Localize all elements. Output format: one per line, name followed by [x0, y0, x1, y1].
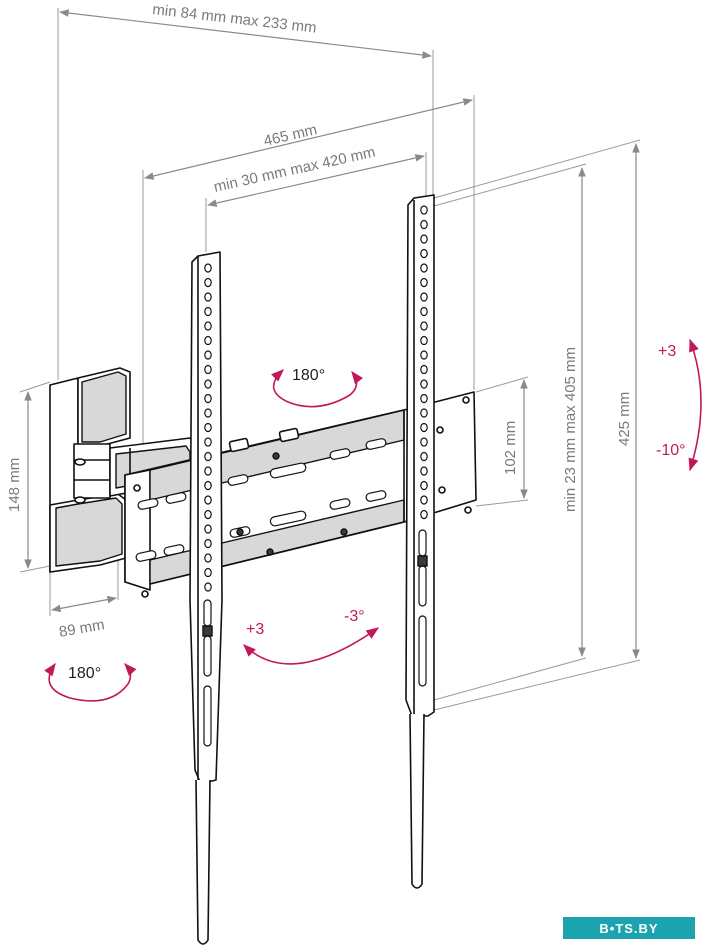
overall-width-dim-line	[144, 98, 473, 180]
rail-hole	[204, 451, 212, 462]
rail-hole	[204, 538, 212, 549]
vesa-vertical-label: min 23 mm max 405 mm	[562, 347, 579, 512]
rail-hole	[420, 350, 428, 360]
wall-plate-depth-label: 89 mm	[58, 616, 106, 641]
rail-hole	[420, 292, 428, 302]
overall-width-label: 465 mm	[262, 121, 319, 150]
rail-spacing-label: 102 mm	[502, 421, 519, 475]
rail-hole	[420, 205, 428, 215]
tilt-vertical-indicator: +3 -10°	[656, 338, 702, 472]
rail-hole	[420, 321, 428, 331]
rail-hole	[204, 277, 212, 288]
rail-hole	[420, 335, 428, 346]
rail-hole	[204, 393, 212, 404]
rail-hole	[204, 364, 212, 375]
rail-hole	[204, 582, 212, 592]
wall-plate-depth-dim-line	[51, 595, 117, 613]
tilt-down-label: -10°	[656, 442, 686, 459]
rail-hole	[420, 480, 428, 491]
extension-lines	[19, 8, 641, 711]
wall-plate	[49, 367, 131, 573]
rail-hole	[420, 408, 428, 418]
right-vertical-rail	[405, 194, 435, 889]
rail-hole	[204, 553, 212, 563]
rail-hole	[204, 350, 212, 360]
overall-height-label: 425 mm	[616, 392, 633, 446]
rail-hole	[420, 277, 428, 288]
swivel-arm-indicator: 180°	[44, 662, 137, 702]
rail-hole	[420, 234, 428, 244]
vesa-horizontal-label: min 30 mm max 420 mm	[212, 144, 377, 196]
rail-hole	[204, 466, 212, 476]
site-watermark: B•TS.BY	[563, 917, 695, 939]
tilt-left-label: +3	[246, 621, 264, 638]
swivel-arm-label: 180°	[68, 665, 101, 682]
rail-hole	[420, 495, 428, 505]
rail-hole	[204, 263, 212, 273]
rail-hole	[204, 306, 212, 317]
swivel-center-label: 180°	[292, 367, 325, 384]
rail-hole	[420, 466, 428, 476]
rail-hole	[204, 524, 212, 534]
rail-hole	[204, 321, 212, 331]
left-rail-holes	[204, 263, 212, 592]
rail-hole	[204, 408, 212, 418]
rail-hole	[204, 292, 212, 302]
rail-hole	[420, 219, 428, 230]
rail-hole	[204, 509, 212, 520]
rail-hole	[420, 509, 428, 520]
rail-hole	[204, 379, 212, 389]
rail-hole	[420, 248, 428, 259]
rail-hole	[420, 451, 428, 462]
vesa-horizontal-dim-line	[207, 154, 425, 207]
rail-hole	[420, 379, 428, 389]
tilt-right-label: -3°	[344, 608, 365, 625]
rail-hole	[204, 437, 212, 447]
rail-hole	[420, 263, 428, 273]
swivel-center-indicator: 180°	[271, 367, 364, 408]
rail-hole	[420, 422, 428, 433]
rail-hole	[420, 393, 428, 404]
rail-hole	[204, 480, 212, 491]
tilt-horizontal-indicator: +3 -3°	[243, 608, 380, 665]
rail-hole	[204, 567, 212, 578]
right-rail-holes	[420, 205, 428, 520]
tilt-up-label: +3	[658, 343, 676, 360]
rail-hole	[420, 437, 428, 447]
rail-hole	[420, 364, 428, 375]
arm-extension-label: min 84 mm max 233 mm	[152, 1, 318, 37]
rail-hole	[204, 335, 212, 346]
dimension-lines	[24, 9, 640, 659]
wall-plate-height-label: 148 mm	[6, 458, 23, 512]
rail-hole	[420, 306, 428, 317]
rail-hole	[204, 422, 212, 433]
left-vertical-rail	[189, 251, 223, 945]
arm-extension-dim-line	[59, 9, 432, 59]
rail-hole	[204, 495, 212, 505]
